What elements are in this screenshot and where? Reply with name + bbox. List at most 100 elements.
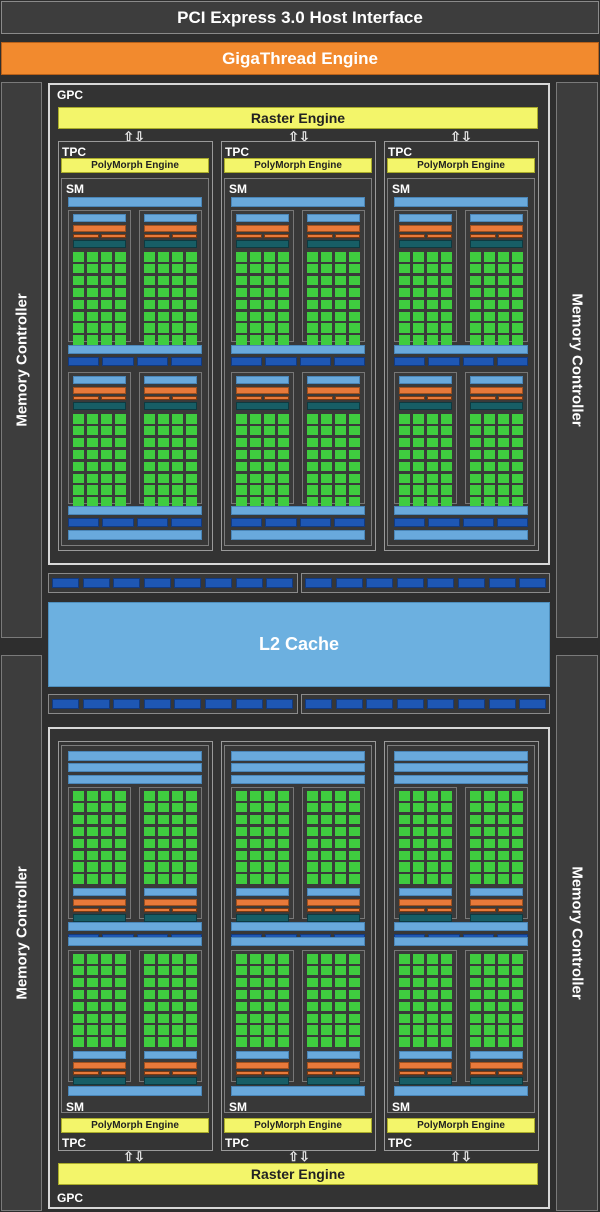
cuda-core [307,791,318,801]
cuda-core [321,802,332,813]
cuda-core [264,323,275,333]
cuda-core [484,989,495,1000]
tpc-label: TPC [388,145,412,159]
cuda-core [236,252,247,262]
dispatch-unit [334,908,360,913]
dispatch-unit [171,234,197,238]
cuda-core [158,414,169,424]
cuda-core [512,299,523,310]
cuda-core [278,311,289,321]
cuda-core [250,1037,261,1047]
cuda-core [399,425,410,436]
cuda-core [413,311,424,321]
load-store-unit [394,357,426,366]
cuda-core [250,802,261,813]
cuda-core [484,252,495,262]
cuda-core [186,275,197,286]
cuda-core [498,874,509,884]
cuda-core [186,862,197,872]
cuda-core [321,1025,332,1035]
dispatch-unit [263,234,289,238]
cuda-core [307,814,318,825]
cuda-core [87,323,98,333]
cuda-core [158,287,169,298]
crossbar-unit [427,578,455,588]
cuda-core [441,311,452,321]
crossbar-unit [396,578,424,588]
cuda-core [101,425,112,436]
cuda-core [335,425,346,436]
cuda-core [349,335,360,345]
cuda-core [236,497,247,507]
cuda-core [498,335,509,345]
cuda-core [498,814,509,825]
cuda-core [73,323,84,333]
cuda-core [236,791,247,801]
crossbar-unit [488,578,516,588]
instruction-cache [68,197,202,207]
crossbar-unit [458,699,485,709]
cuda-core [321,485,332,495]
cuda-core [413,862,424,872]
register-file [470,240,523,248]
sm-label: SM [229,1100,247,1114]
cuda-core [250,335,261,345]
cuda-core [441,299,452,310]
cuda-core [349,425,360,436]
warp-scheduler [236,225,289,232]
cuda-core [399,485,410,495]
cuda-core [87,850,98,860]
load-store-unit [496,518,528,527]
polymorph-engine: PolyMorph Engine [224,1118,372,1133]
dispatch-unit [144,1071,170,1076]
dispatch-unit [334,1071,360,1076]
cuda-core [399,299,410,310]
cuda-core [236,977,247,988]
cuda-core [73,1025,84,1035]
cuda-core [470,850,481,860]
crossbar-unit [235,578,263,588]
cuda-core [144,497,155,507]
cuda-core [335,826,346,837]
cuda-core [186,449,197,460]
cuda-core [115,1013,126,1023]
cuda-core [441,335,452,345]
texture-unit [231,751,365,761]
cuda-core [158,954,169,964]
cuda-core [115,874,126,884]
cuda-core [115,425,126,436]
dispatch-unit [399,1071,425,1076]
cuda-core [264,275,275,286]
cuda-core [172,791,183,801]
cuda-core [399,874,410,884]
cuda-core [413,335,424,345]
instruction-cache [68,1086,202,1096]
cuda-core [349,954,360,964]
cuda-core [307,850,318,860]
cuda-core [321,414,332,424]
warp-scheduler [307,387,360,394]
cuda-core [498,1013,509,1023]
cuda-core [144,1025,155,1035]
cuda-core [335,449,346,460]
cuda-core [335,263,346,274]
cuda-core [158,1013,169,1023]
cuda-core [87,252,98,262]
cuda-core [250,449,261,460]
cuda-core [512,850,523,860]
cuda-core [101,485,112,495]
cuda-core [349,977,360,988]
cuda-core [321,874,332,884]
cuda-core [186,252,197,262]
cuda-core [73,850,84,860]
cuda-core [172,965,183,976]
instruction-buffer [73,1051,126,1060]
cuda-core [498,275,509,286]
cuda-core [307,497,318,507]
cuda-core [470,425,481,436]
cuda-core [158,485,169,495]
dispatch-unit [73,396,99,400]
cuda-core [264,1001,275,1012]
shared-memory-bar [68,922,202,931]
shared-memory-bar [231,345,365,354]
